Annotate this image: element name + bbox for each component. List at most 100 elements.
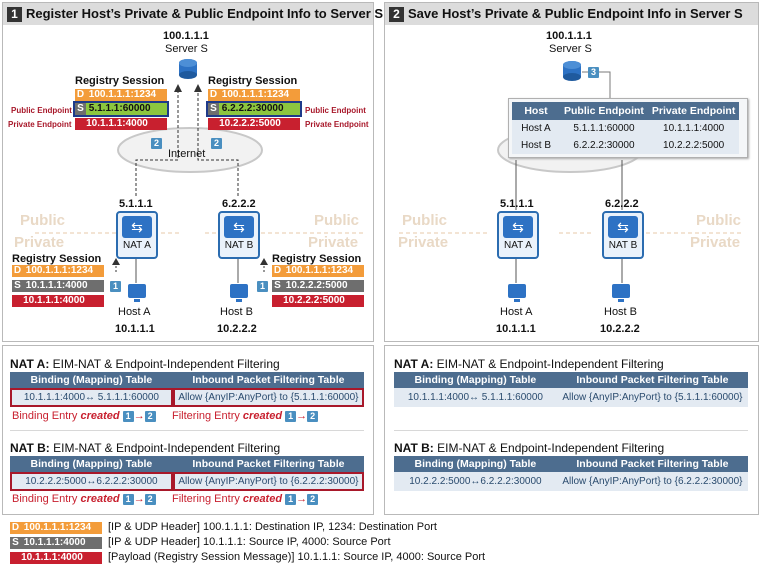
private-col-header: Private Endpoint (647, 102, 740, 120)
server-icon (563, 61, 581, 81)
host-b-packet-dst: D 100.1.1.1:1234 (272, 265, 364, 277)
binding-entry: 10.2.2.2:5000↔6.2.2.2:30000 (394, 472, 557, 491)
binding-created-note-a: Binding Entry created 1→2 (12, 410, 156, 422)
host-a-icon (508, 284, 526, 302)
host-b-label: Host B (220, 306, 254, 318)
host-a-ip: 10.1.1.1 (115, 323, 155, 335)
binding-header: Binding (Mapping) Table (394, 372, 557, 388)
public-label-right-2: Public (696, 212, 742, 229)
host-b-label-2: Host B (604, 306, 638, 318)
filtering-entry: Allow {AnyIP:AnyPort} to {5.1.1.1:60000} (556, 388, 748, 407)
legend-payload: 10.1.1.1:4000 (10, 552, 102, 564)
binding-created-note-b: Binding Entry created 1→2 (12, 493, 156, 505)
nat-a-ip-2: 5.1.1.1 (500, 198, 534, 210)
step-badge: 2 (307, 411, 319, 422)
legend-text-2: [IP & UDP Header] 10.1.1.1: Source IP, 4… (108, 536, 391, 548)
packet-payload-a: 10.1.1.1:4000 (75, 118, 167, 130)
host-endpoint-table: Host Public Endpoint Private Endpoint Ho… (512, 102, 740, 154)
server-name-2: Server S (549, 43, 592, 55)
step-badge: 2 (307, 494, 319, 505)
step-badge: 1 (122, 494, 134, 505)
divider (394, 430, 748, 431)
step-badge: 1 (285, 411, 297, 422)
nat-b-label: NAT B (224, 240, 254, 251)
server-ip: 100.1.1.1 (163, 30, 209, 42)
step-badge: 2 (144, 494, 156, 505)
packet-payload-b: 10.2.2.2:5000 (208, 118, 300, 130)
step-1-badge-a: 1 (110, 281, 121, 292)
filtering-entry: Allow {AnyIP:AnyPort} to {5.1.1.1:60000} (172, 388, 364, 407)
step-1-badge-b: 1 (257, 281, 268, 292)
step-badge: 1 (122, 411, 134, 422)
nat-b-section-title-2: NAT B: EIM-NAT & Endpoint-Independent Fi… (394, 441, 665, 455)
registry-session-label-b: Registry Session (208, 75, 298, 87)
nat-arrows-icon: ⇆ (122, 216, 152, 238)
private-endpoint-label-b: Private Endpoint (305, 120, 369, 129)
server-name: Server S (165, 43, 208, 55)
host-a-packet-src: S 10.1.1.1:4000 (12, 280, 104, 292)
public-endpoint-label-b: Public Endpoint (305, 106, 366, 115)
server-icon (179, 59, 197, 79)
registry-session-label-host-a: Registry Session (12, 253, 102, 265)
table-cell: 10.1.1.1:4000 (647, 120, 740, 137)
host-b-payload: 10.2.2.2:5000 (272, 295, 364, 307)
divider (10, 430, 364, 431)
panel-1-title: Register Host’s Private & Public Endpoin… (26, 6, 384, 21)
binding-entry: 10.1.1.1:4000↔ 5.1.1.1:60000 (10, 388, 173, 407)
public-label-left-2: Public (402, 212, 448, 229)
packet-src-a-public: S 5.1.1.1:60000 (73, 101, 169, 117)
filtering-created-note-a: Filtering Entry created 1→2 (172, 410, 319, 422)
filtering-header: Inbound Packet Filtering Table (556, 372, 748, 388)
legend-packet-dst: D 100.1.1.1:1234 (10, 522, 102, 534)
binding-header: Binding (Mapping) Table (394, 456, 557, 472)
private-label-left-2: Private (398, 234, 449, 251)
table-row: 10.1.1.1:4000↔ 5.1.1.1:60000 Allow {AnyI… (394, 388, 748, 407)
binding-entry: 10.2.2.2:5000↔6.2.2.2:30000 (10, 472, 173, 491)
step-badge: 2 (144, 411, 156, 422)
filtering-header: Inbound Packet Filtering Table (556, 456, 748, 472)
legend-text-1: [IP & UDP Header] 100.1.1.1: Destination… (108, 521, 437, 533)
nat-arrows-icon: ⇆ (608, 216, 638, 238)
table-cell: 5.1.1.1:60000 (560, 120, 648, 137)
host-a-label: Host A (118, 306, 151, 318)
packet-dst-a: D 100.1.1.1:1234 (75, 89, 167, 101)
host-a-icon (128, 284, 146, 302)
host-b-packet-src: S 10.2.2.2:5000 (272, 280, 364, 292)
host-a-ip-2: 10.1.1.1 (496, 323, 536, 335)
host-b-icon (612, 284, 630, 302)
host-b-icon (230, 284, 248, 302)
nat-b-ip-2: 6.2.2.2 (605, 198, 639, 210)
registry-session-label-host-b: Registry Session (272, 253, 362, 265)
public-label-left: Public (20, 212, 66, 229)
host-b-ip: 10.2.2.2 (217, 323, 257, 335)
host-a-packet-dst: D 100.1.1.1:1234 (12, 265, 104, 277)
filtering-entry: Allow {AnyIP:AnyPort} to {6.2.2.2:30000} (172, 472, 364, 491)
nat-b-ip: 6.2.2.2 (222, 198, 256, 210)
table-row: 10.2.2.2:5000↔6.2.2.2:30000 Allow {AnyIP… (394, 472, 748, 491)
table-row: 10.1.1.1:4000↔ 5.1.1.1:60000 Allow {AnyI… (10, 388, 364, 407)
table-cell: Host B (512, 137, 560, 154)
table-cell: Host A (512, 120, 560, 137)
nat-a-label: NAT A (123, 240, 151, 251)
binding-header: Binding (Mapping) Table (10, 372, 173, 388)
table-cell: 10.2.2.2:5000 (647, 137, 740, 154)
legend-packet-src: S 10.1.1.1:4000 (10, 537, 102, 549)
filtering-header: Inbound Packet Filtering Table (172, 372, 364, 388)
internet-label: Internet (168, 148, 206, 160)
table-row: Host A 5.1.1.1:60000 10.1.1.1:4000 (512, 120, 740, 137)
public-col-header: Public Endpoint (560, 102, 648, 120)
nat-b-label-2: NAT B (608, 240, 638, 251)
host-a-payload: 10.1.1.1:4000 (12, 295, 104, 307)
public-endpoint-label-a: Public Endpoint (11, 106, 72, 115)
host-b-ip-2: 10.2.2.2 (600, 323, 640, 335)
filtering-header: Inbound Packet Filtering Table (172, 456, 364, 472)
private-label-left: Private (14, 234, 65, 251)
step-3-badge: 3 (588, 67, 599, 78)
nat-b-device-2: ⇆ NAT B (602, 211, 644, 259)
